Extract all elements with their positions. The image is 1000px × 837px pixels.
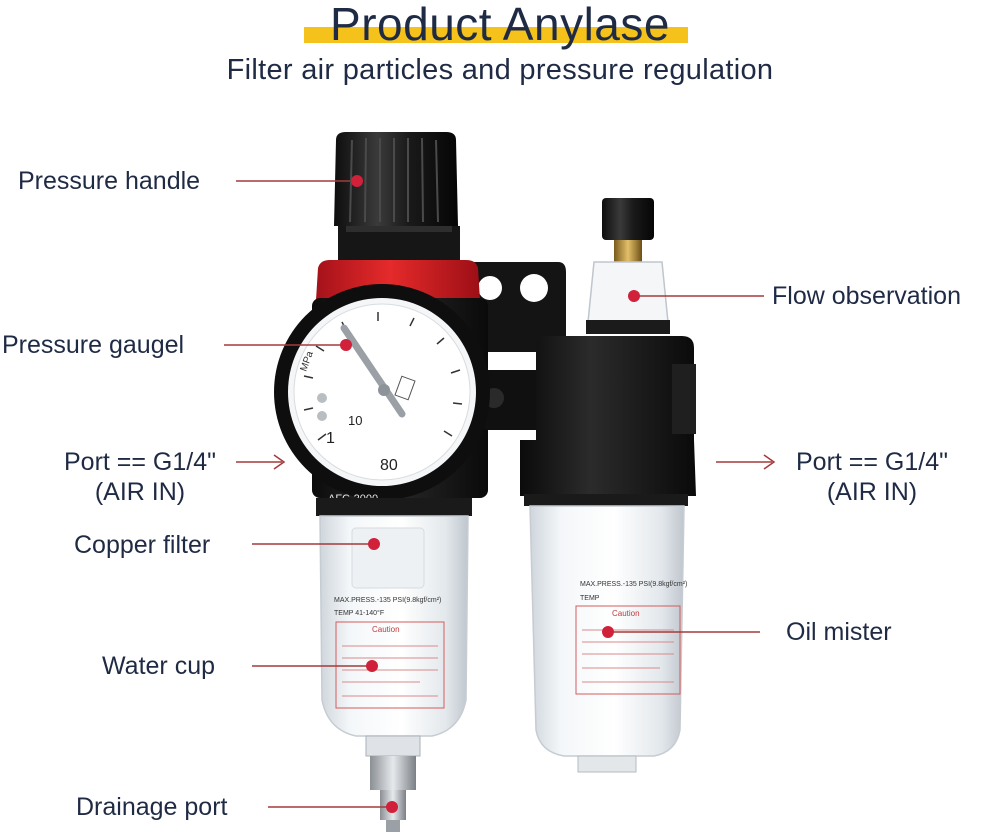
label-port-left-line1: Port == G1/4"	[63, 448, 216, 476]
label-port-left-line2: (AIR IN)	[94, 478, 186, 506]
regulator-filter-unit: 1 10 80 MPa AFC-2000 MAX.PRESS.-135 PSI(…	[274, 132, 542, 832]
dot-pressure-gauge	[340, 339, 352, 351]
label-flow-observation: Flow observation	[772, 282, 961, 310]
label-pressure-gauge: Pressure gaugel	[2, 331, 185, 359]
bowl-left-temp: TEMP 41-140°F	[334, 609, 384, 617]
bowl-right-caution: Caution	[612, 609, 640, 618]
bowl-right-temp: TEMP	[580, 595, 600, 602]
title-highlight	[304, 27, 688, 43]
label-port-right-line2: (AIR IN)	[826, 478, 918, 506]
pressure-gauge: 1 10 80 MPa	[274, 284, 490, 500]
leader-lines	[224, 180, 776, 808]
gauge-number-10: 10	[348, 413, 362, 428]
dot-drainage-port	[386, 801, 398, 813]
gauge-number-80: 80	[380, 457, 398, 474]
sight-dome	[587, 261, 669, 323]
bowl-right-maxpress: MAX.PRESS.-135 PSI(9.8kgf/cm²)	[580, 581, 687, 588]
arrow-port-right	[763, 454, 776, 470]
bowl-left-caution: Caution	[372, 625, 400, 634]
label-pressure-handle: Pressure handle	[18, 167, 201, 195]
bowl-left-maxpress: MAX.PRESS.-135 PSI(9.8kgf/cm²)	[334, 597, 441, 604]
dot-pressure-handle	[351, 175, 363, 187]
label-oil-mister: Oil mister	[786, 618, 892, 646]
label-copper-filter: Copper filter	[74, 531, 211, 559]
gauge-number-1: 1	[326, 430, 335, 447]
dot-water-cup	[366, 660, 378, 672]
page-title: Product Anylase	[330, 0, 670, 50]
arrow-port-left	[273, 454, 286, 470]
marker-dots	[340, 175, 640, 813]
dot-flow-observation	[628, 290, 640, 302]
dot-oil-mister	[602, 626, 614, 638]
label-water-cup: Water cup	[102, 652, 216, 680]
label-port-right-line1: Port == G1/4"	[795, 448, 948, 476]
dot-copper-filter	[368, 538, 380, 550]
page-subtitle: Filter air particles and pressure regula…	[226, 54, 774, 86]
label-drainage-port: Drainage port	[76, 793, 228, 821]
